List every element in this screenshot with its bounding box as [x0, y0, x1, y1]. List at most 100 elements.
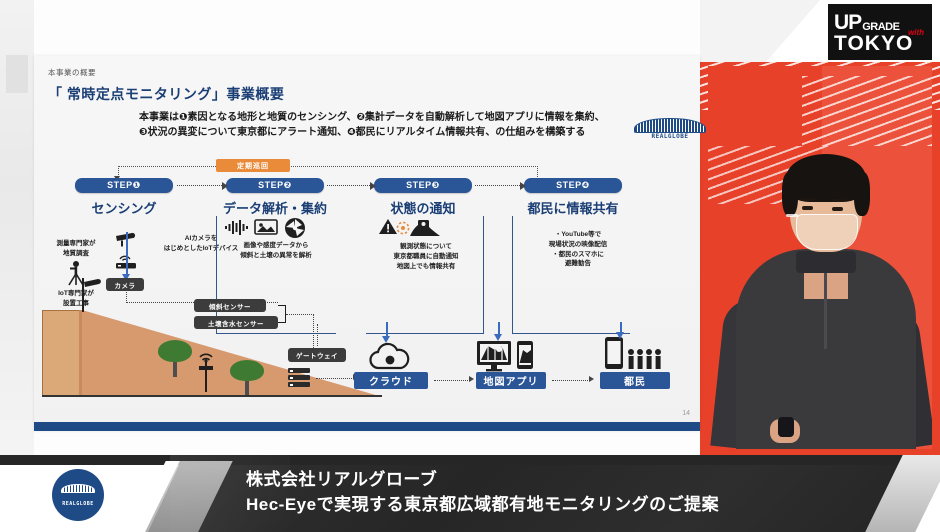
cloud-icon [369, 342, 410, 370]
step-connector-3-4 [475, 182, 526, 190]
presenter-eye-left [802, 206, 813, 210]
note-survey-expert: 測量専門家が 地質調査 [56, 240, 96, 257]
map-to-citizen-arrow [589, 376, 594, 382]
caption-line-2: Hec-Eyeで実現する東京都広域都有地モニタリングのご提案 [246, 495, 720, 514]
note-analysis: 画像や感度データから 傾斜と土壌の異常を解析 [240, 242, 312, 259]
cycle-loop-left-drop [118, 166, 119, 179]
realglobe-badge: REALGLOBE [52, 469, 104, 521]
camera-pole [82, 278, 84, 312]
cycle-loop-right-drop [537, 166, 538, 179]
cloud-to-map-line [434, 380, 470, 381]
left-gutter [0, 0, 34, 455]
slide-lead-line-2: ❸状況の異変について東京都にアラート通知、❹都民にリアルタイム情報共有、の仕組み… [139, 126, 586, 138]
presenter-brow-right [831, 199, 845, 202]
step-badge-1: STEP❶ [75, 178, 173, 193]
realglobe-badge-mark [61, 483, 95, 500]
caption-top-edge [0, 455, 940, 465]
presenter-hair [786, 154, 866, 202]
step-label-3: 状態の通知 [390, 201, 456, 216]
pill-soil-sensor: 土壌含水センサー [194, 316, 278, 329]
presenter-collar [796, 251, 856, 273]
slide-kicker: 本事業の概要 [48, 68, 96, 77]
pill-camera: カメラ [106, 278, 144, 291]
step-badge-4: STEP❹ [524, 178, 622, 193]
cycle-badge: 定期巡回 [216, 159, 290, 172]
step-badge-3: STEP❸ [374, 178, 472, 193]
label-map-app: 地図アプリ [476, 372, 546, 389]
step-badge-2: STEP❷ [226, 178, 324, 193]
presentation-slide: 本事業の概要 「 常時定点モニタリング」事業概要 REALGLOBE 本事業は❶… [34, 56, 706, 431]
waveform-icon [225, 220, 248, 235]
flow-arrow-step1-stem [126, 232, 128, 276]
step-connector-1-2 [177, 182, 228, 190]
presenter-video [708, 66, 932, 449]
map-arrow-stem [498, 322, 500, 336]
site-camera-icon [84, 279, 101, 287]
slide-lead-text: 本事業は❶素因となる地形と地質のセンシング、❷集計データを自動解析して地図アプリ… [139, 111, 684, 140]
field-antenna-icon [199, 353, 213, 392]
step-connector-2-3 [327, 182, 376, 190]
cloud-arrow-head [382, 336, 390, 343]
cloud-arrow-stem [386, 322, 388, 338]
realglobe-wordmark: REALGLOBE [651, 133, 689, 141]
slide-lead-line-1: 本事業は❶素因となる地形と地質のセンシング、❷集計データを自動解析して地図アプリ… [139, 112, 605, 123]
presenter-brow-left [801, 198, 815, 201]
note-frame-share [512, 216, 630, 334]
logo-with-text: with [908, 28, 924, 37]
face-shield-strap [786, 214, 798, 217]
camera-dotted-drop [126, 292, 127, 303]
edge-server-icon [288, 368, 310, 389]
upgrade-with-tokyo-logo: UP GRADE with TOKYO [828, 4, 932, 60]
sensor-bracket [278, 305, 286, 323]
alert-signal-icon [396, 221, 410, 235]
ground-line [42, 395, 382, 397]
retaining-wall [42, 310, 82, 396]
label-citizens: 都民 [600, 372, 670, 389]
step-label-4: 都民に情報共有 [527, 201, 619, 216]
realglobe-logo-slide: REALGLOBE [634, 118, 706, 144]
tree-icon-1 [158, 340, 192, 377]
step-label-1: センシング [91, 201, 157, 216]
caption-dark-panel [148, 455, 940, 532]
wall-edge [79, 310, 84, 396]
logo-grade-text: GRADE [862, 21, 900, 33]
caption-line-1: 株式会社リアルグローブ [246, 470, 438, 489]
presenter-zipper [824, 273, 827, 349]
presenter-eye-right [832, 207, 843, 211]
map-app-phone-icon [517, 341, 533, 369]
citizen-phone-icon [605, 337, 623, 369]
map-arrow-head [494, 334, 502, 341]
landslide-alert-icon [379, 219, 397, 234]
slide-bottom-bar [34, 422, 700, 431]
citizen-arrow-stem [620, 322, 622, 334]
cycle-loop-line [118, 166, 538, 167]
logo-row-upgrade: UP GRADE [834, 9, 926, 33]
map-to-citizen-line [552, 380, 590, 381]
label-cloud: クラウド [354, 372, 428, 389]
tree-icon-2 [230, 360, 264, 395]
surveyor-icon [68, 261, 84, 286]
step-label-2: データ解析・集約 [222, 201, 327, 216]
note-iot-devices: AIカメラを はじめとしたIoTデバイス [163, 235, 239, 252]
caption-bar: REALGLOBE 株式会社リアルグローブ Hec-Eyeで実現する東京都広域都… [0, 455, 940, 532]
flow-arrow-step1-head [122, 274, 130, 281]
note-iot-installer: IoT専門家が 設置工事 [58, 290, 94, 307]
presenter-hair-left [782, 172, 798, 216]
note-share: ・YouTube等で 現場状況の映像配信 ・都民のスマホに 避難勧告 [548, 231, 608, 268]
logo-tokyo-text: TOKYO [834, 32, 914, 55]
pill-gateway: ゲートウェイ [288, 348, 346, 362]
cloud-to-map-arrow [469, 376, 474, 382]
presenter-hair-right [854, 172, 870, 216]
slide-title: 「 常時定点モニタリング」事業概要 [48, 86, 285, 102]
sensor-dotted-drop [313, 314, 314, 356]
aperture-icon [285, 218, 305, 238]
pill-tilt-sensor: 傾斜センサー [194, 299, 266, 312]
realglobe-badge-dome-icon [61, 483, 95, 493]
note-alert: 観測状態について 東京都職員に自動通知 地図上でも情報共有 [393, 243, 459, 270]
citizen-people-icon [628, 349, 661, 369]
note-frame-alert [366, 216, 484, 334]
gateway-drop-line [317, 324, 318, 346]
server-to-cloud-line [316, 378, 354, 379]
logo-up-text: UP [834, 11, 862, 34]
